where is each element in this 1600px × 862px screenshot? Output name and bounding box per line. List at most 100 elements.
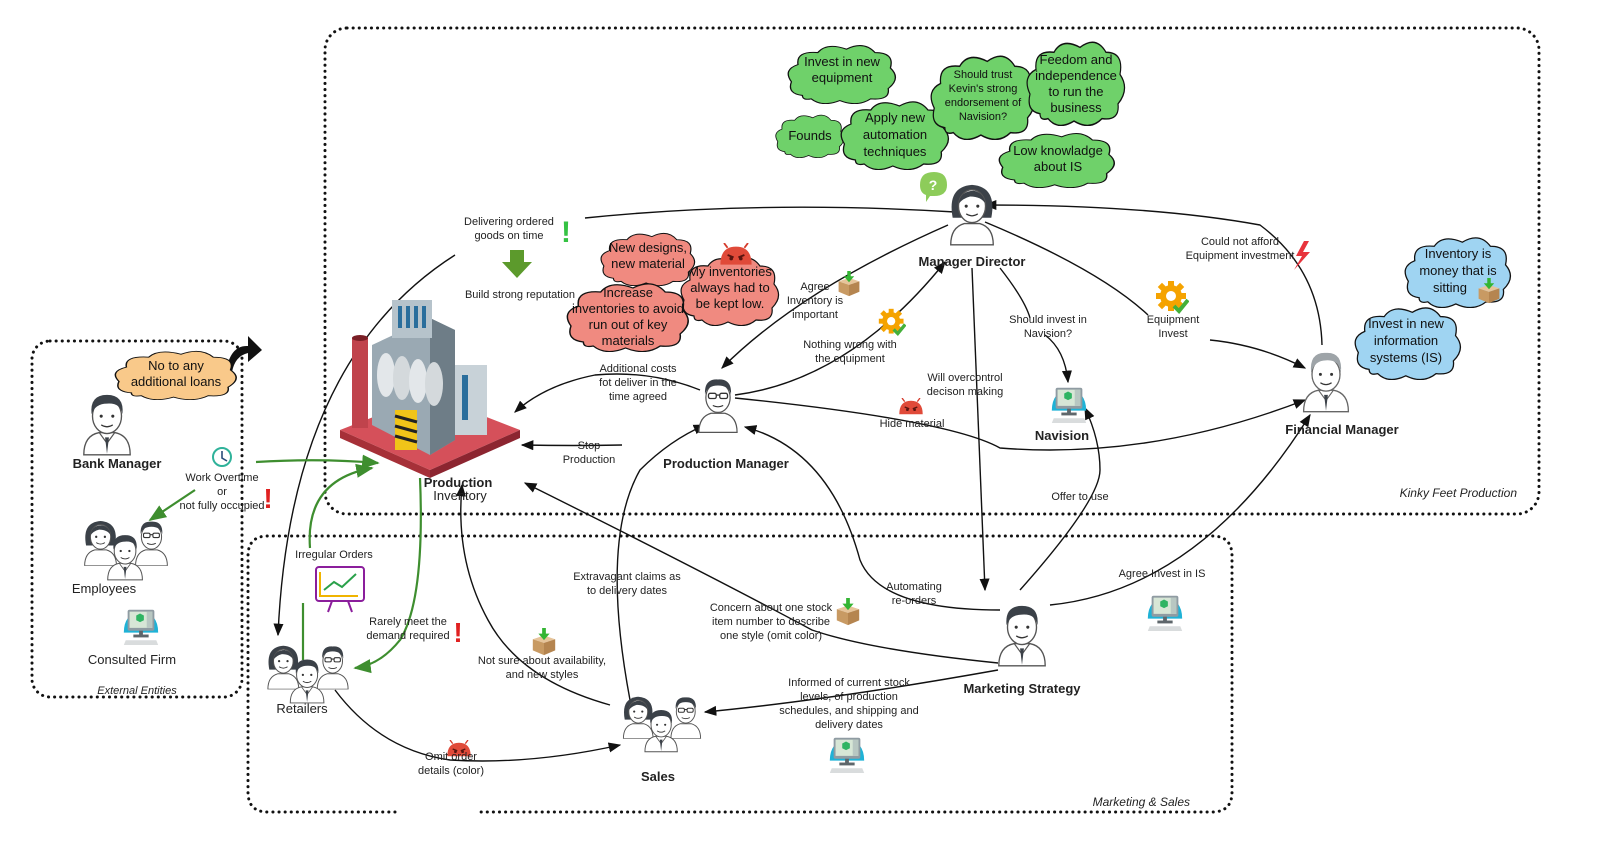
exclamation-red-icon: !: [263, 483, 272, 514]
actor-manager-director[interactable]: Manager Director: [919, 184, 1026, 269]
svg-text:Manager Director: Manager Director: [919, 254, 1026, 269]
box-icon: [836, 598, 860, 626]
edge-prodmgr-production: [514, 373, 701, 413]
edge-finmgr-director: [983, 199, 1323, 346]
actor-sales[interactable]: Sales: [623, 697, 700, 784]
angry-icon: [898, 398, 924, 416]
clock-icon: [212, 447, 232, 467]
group-label-marketing-sales: Marketing & Sales: [1093, 795, 1190, 809]
actor-financial-manager[interactable]: Financial Manager: [1285, 352, 1399, 437]
cloud-founds: Founds: [775, 114, 845, 158]
monitor-icon: [1147, 595, 1183, 632]
label-offer-to-use: Offer to use: [1051, 491, 1108, 503]
angry-icon: [719, 243, 753, 266]
svg-text:Production Manager: Production Manager: [663, 456, 789, 471]
edges: [273, 199, 1323, 762]
actor-retailers[interactable]: Retailers: [268, 646, 348, 716]
group-external-entities: [30, 339, 244, 699]
box-icon: [532, 628, 556, 656]
label-agree-invest-is: Agree Invest in IS: [1119, 568, 1206, 580]
edge-prodmgr-director: [734, 261, 946, 396]
svg-text:New designs,new material: New designs,new material: [609, 240, 687, 271]
label-not-sure: Not sure about availability,and new styl…: [478, 655, 606, 681]
svg-text:Founds: Founds: [788, 128, 832, 143]
actor-production-manager[interactable]: Production Manager: [663, 378, 789, 471]
question-bubble-icon: ?: [920, 172, 947, 202]
green-edges: [148, 454, 422, 674]
group-marketing-sales: [246, 534, 1234, 814]
label-hide-material: Hide material: [880, 418, 945, 430]
svg-text:Sales: Sales: [641, 769, 675, 784]
label-irregular-orders: Irregular Orders: [295, 549, 373, 561]
exclamation-red-icon: !: [453, 617, 462, 648]
edge-delivering-retailers: [273, 254, 456, 637]
edge-overtime-employees: [148, 489, 196, 521]
group-label-kinky-feet: Kinky Feet Production: [1400, 486, 1518, 500]
actor-marketing-strategy[interactable]: Marketing Strategy: [963, 605, 1081, 696]
gear-icon: [878, 308, 906, 336]
production-factory-icon[interactable]: Production Inventory: [340, 300, 520, 503]
box-icon: [838, 271, 860, 297]
edge-marketing-navision: [1019, 406, 1101, 591]
svg-text:Financial Manager: Financial Manager: [1285, 422, 1398, 437]
edge-production-retailers: [353, 477, 422, 674]
edge-omit-order: [334, 689, 622, 762]
edge-director-overcontrol: [971, 267, 990, 592]
edge-informed-sales: [703, 669, 999, 716]
edge-director-delivering: [584, 206, 956, 219]
svg-text:?: ?: [929, 177, 938, 193]
actor-navision[interactable]: Navision: [1035, 387, 1089, 443]
edge-irregular-production: [308, 463, 374, 549]
edge-marketing-finmgr: [1049, 413, 1311, 606]
edge-notsure: [455, 483, 611, 706]
label-reputation: Build strong reputation: [465, 289, 575, 301]
edge-stop-production: [520, 440, 623, 451]
actor-employees[interactable]: Employees: [72, 521, 168, 596]
cloud-new-designs: New designs,new material: [600, 232, 696, 286]
edge-director-finmgr: [984, 221, 1305, 368]
edge-extravagant: [616, 424, 707, 701]
actor-consulted-firm[interactable]: Consulted Firm: [88, 609, 176, 667]
chart-board-icon: [315, 566, 365, 613]
production-title: Production: [424, 475, 493, 490]
exclamation-green-icon: !: [561, 216, 571, 249]
svg-text:Consulted Firm: Consulted Firm: [88, 652, 176, 667]
svg-text:Marketing Strategy: Marketing Strategy: [963, 681, 1081, 696]
production-subtitle: Inventory: [433, 488, 487, 503]
edge-hide-material: [734, 397, 1307, 451]
actor-bank-manager[interactable]: Bank Manager: [73, 394, 162, 471]
svg-text:Bank Manager: Bank Manager: [73, 456, 162, 471]
edge-automating: [743, 425, 1001, 611]
edge-concern-production: [523, 482, 999, 664]
bank-loan-arrow-icon: [226, 336, 262, 372]
